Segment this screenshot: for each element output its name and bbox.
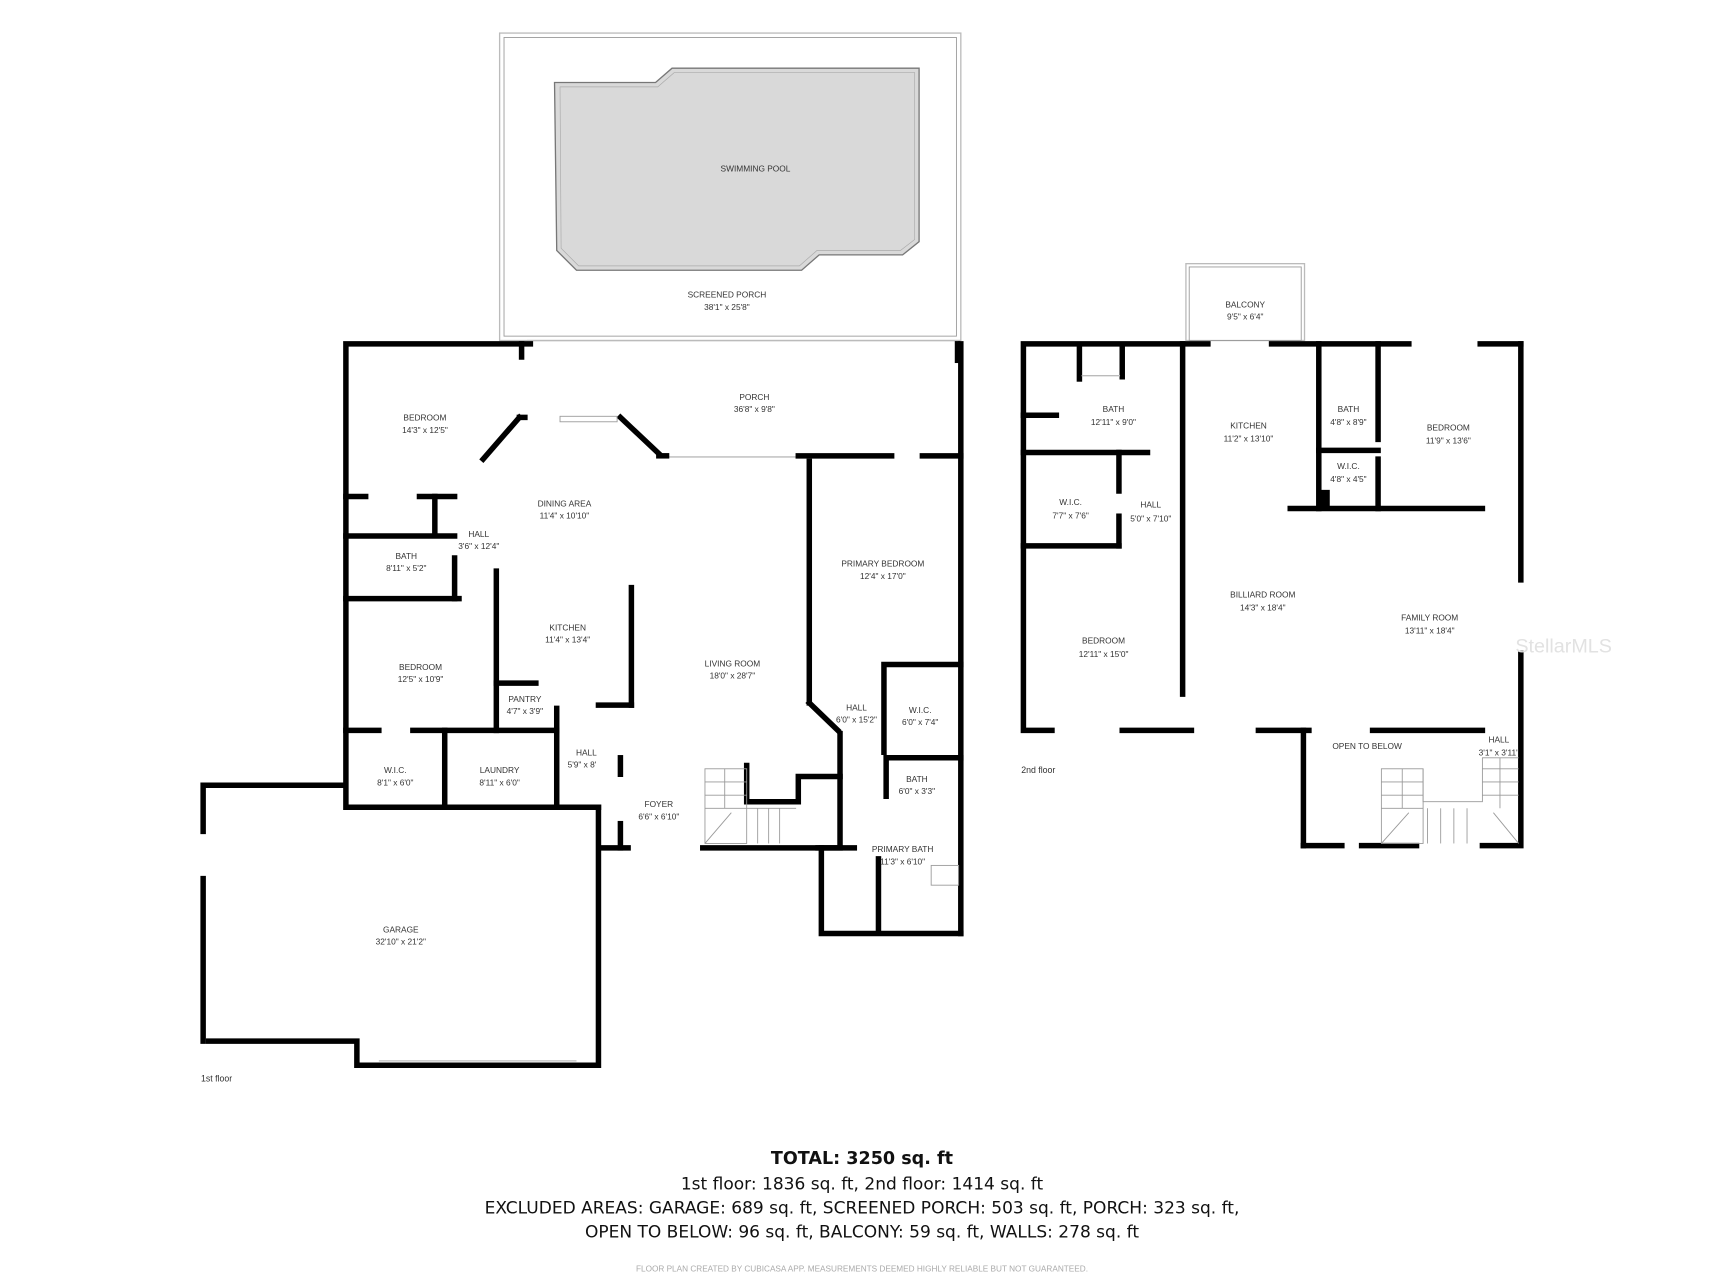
room-dims: 8'1" x 6'0": [377, 777, 413, 787]
room-name: W.I.C.: [384, 765, 407, 775]
room-name: PORCH: [739, 392, 769, 402]
room-name: KITCHEN: [549, 622, 586, 632]
room-dims: 3'1" x 3'11": [1479, 748, 1519, 758]
first-floor-walls: [200, 341, 964, 1069]
room-name: FAMILY ROOM: [1401, 613, 1458, 623]
room-dims: 12'11" x 15'0": [1079, 649, 1129, 659]
room-dims: 7'7" x 7'6": [1052, 510, 1088, 520]
room-name: PRIMARY BATH: [872, 844, 934, 854]
room-name: BEDROOM: [403, 413, 446, 423]
room-dims: 12'11" x 9'0": [1091, 417, 1136, 427]
stairs: [1380, 757, 1519, 844]
room-dims: 6'6" x 6'10": [638, 811, 679, 821]
room-dims: 4'8" x 4'5": [1330, 474, 1366, 484]
room-name: W.I.C.: [909, 705, 932, 715]
room-name: BILLIARD ROOM: [1230, 589, 1295, 599]
room-name: W.I.C.: [1337, 461, 1360, 471]
room-name: HALL: [1140, 499, 1161, 509]
bay-window: [559, 415, 618, 423]
room-name: BEDROOM: [399, 662, 442, 672]
room-dims: 36'8" x 9'8": [734, 404, 775, 414]
room-dims: 11'3" x 6'10": [880, 856, 925, 866]
room-name: BATH: [1338, 404, 1360, 414]
room-dims: 12'5" x 10'9": [398, 674, 444, 684]
room-dims: 6'0" x 15'2": [836, 715, 877, 725]
room-name: HALL: [468, 529, 489, 539]
primary-bath-fixture: [930, 864, 960, 886]
second-floor-walls: [1020, 341, 1524, 849]
room-dims: 5'9" x 8': [568, 760, 597, 770]
room-name: KITCHEN: [1230, 420, 1267, 430]
room-name: OPEN TO BELOW: [1332, 741, 1402, 751]
room-dims: 5'0" x 7'10": [1130, 514, 1171, 524]
room-dims: 6'0" x 3'3": [899, 786, 935, 796]
room-dims: 3'6" x 12'4": [458, 541, 499, 551]
room-dims: 12'4" x 17'0": [860, 571, 906, 581]
room-dims: 38'1" x 25'8": [704, 302, 750, 312]
room-dims: 11'4" x 10'10": [540, 510, 590, 520]
room-dims: 8'11" x 6'0": [479, 777, 519, 787]
room-name: FOYER: [644, 799, 673, 809]
room-name: HALL: [1488, 734, 1509, 744]
second-floor-plan: BALCONY 9'5" x 6'4" BATH 12'11" x 9'0" K…: [1020, 263, 1612, 849]
first-floor-plan: SWIMMING POOL SCREENED PORCH 38'1" x 25'…: [200, 32, 964, 1084]
column: [1319, 489, 1330, 507]
excluded-areas-line-1: EXCLUDED AREAS: GARAGE: 689 sq. ft, SCRE…: [485, 1199, 1240, 1219]
room-dims: 4'7" x 3'9": [507, 706, 543, 716]
watermark: StellarMLS: [1515, 635, 1612, 657]
room-name: GARAGE: [383, 924, 419, 934]
room-dims: 11'4" x 13'4": [545, 635, 590, 645]
room-name: LAUNDRY: [480, 765, 520, 775]
room-name: HALL: [576, 748, 597, 758]
room-name: SCREENED PORCH: [688, 290, 767, 300]
room-name: PANTRY: [508, 694, 541, 704]
room-dims: 8'11" x 5'2": [386, 563, 426, 573]
disclaimer: FLOOR PLAN CREATED BY CUBICASA APP. MEAS…: [636, 1265, 1088, 1274]
area-summary: TOTAL: 3250 sq. ft 1st floor: 1836 sq. f…: [485, 1149, 1240, 1274]
screened-porch-inner: [503, 37, 957, 337]
room-name: BATH: [395, 551, 417, 561]
total-area: TOTAL: 3250 sq. ft: [771, 1149, 953, 1169]
room-dims: 11'9" x 13'6": [1426, 436, 1471, 446]
room-dims: 9'5" x 6'4": [1227, 312, 1263, 322]
room-dims: 14'3" x 18'4": [1240, 603, 1286, 613]
room-dims: 18'0" x 28'7": [710, 671, 756, 681]
room-name: LIVING ROOM: [705, 659, 761, 669]
room-name: BEDROOM: [1427, 423, 1470, 433]
pool-edge: [559, 72, 916, 267]
room-dims: 4'8" x 8'9": [1330, 417, 1366, 427]
floor-label: 1st floor: [201, 1074, 232, 1084]
room-name: BATH: [1103, 404, 1125, 414]
room-dims: 32'10" x 21'2": [376, 936, 426, 946]
room-dims: 11'2" x 13'10": [1224, 434, 1274, 444]
room-dims: 13'11" x 18'4": [1405, 626, 1455, 636]
room-name: DINING AREA: [538, 498, 592, 508]
room-name: SWIMMING POOL: [721, 163, 791, 173]
room-name: W.I.C.: [1059, 497, 1082, 507]
excluded-areas-line-2: OPEN TO BELOW: 96 sq. ft, BALCONY: 59 sq…: [585, 1223, 1139, 1243]
room-dims: 6'0" x 7'4": [902, 717, 938, 727]
room-name: BALCONY: [1225, 300, 1265, 310]
room-name: HALL: [846, 703, 867, 713]
balcony-inner: [1188, 266, 1302, 341]
room-name: BEDROOM: [1082, 636, 1125, 646]
room-name: PRIMARY BEDROOM: [841, 559, 924, 569]
swimming-pool: [553, 67, 920, 271]
floor-areas: 1st floor: 1836 sq. ft, 2nd floor: 1414 …: [681, 1174, 1044, 1194]
room-dims: 14'3" x 12'5": [402, 425, 448, 435]
floor-label: 2nd floor: [1021, 765, 1055, 775]
room-name: BATH: [906, 774, 928, 784]
stairs: [704, 768, 797, 844]
